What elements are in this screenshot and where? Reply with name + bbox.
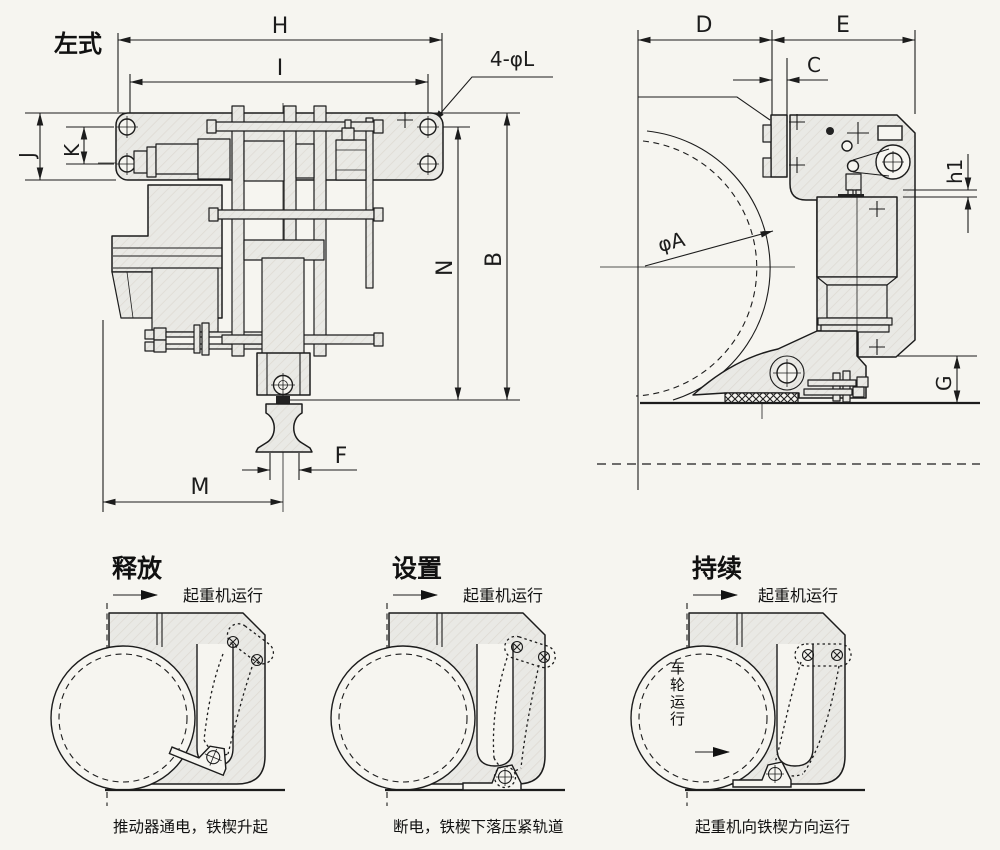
dim-label-F: F [335, 444, 348, 469]
sequence-2-arrow-label: 起重机运行 [463, 586, 543, 605]
left-view: 左式 H I J K 4-φL N B M F [15, 14, 553, 512]
dim-label-J: J [15, 152, 39, 160]
sequence-1-arrow-label: 起重机运行 [183, 586, 263, 605]
datum-cross [397, 112, 413, 128]
sequence-3-title: 持续 [692, 554, 742, 583]
dim-label-N: N [433, 260, 458, 276]
sequence-3-arrow-label: 起重机运行 [758, 586, 838, 605]
mounting-holes [116, 116, 439, 175]
sequence-diagram-continuous: 持续 起重机运行 起重机向铁楔方向运行 [631, 554, 865, 836]
wedge-guide [256, 352, 311, 404]
thruster-assembly [111, 138, 287, 356]
sequence-diagram-set: 设置 起重机运行 断电，铁楔下落压紧轨道 [331, 554, 565, 836]
sequence-diagram-release: 释放 起重机运行 推动器通电，铁楔升起 [51, 554, 285, 836]
wedge-shoe-assembly [692, 330, 869, 419]
sequence-1-title: 释放 [112, 554, 163, 583]
view-type-label: 左式 [54, 30, 102, 58]
dim-label-C: C [807, 53, 821, 77]
linkage-frame [206, 105, 384, 357]
dim-label-phiA: φA [655, 227, 687, 257]
dim-label-I: I [277, 56, 284, 81]
thruster-cylinder [816, 196, 898, 355]
rail-wedge-spool [255, 403, 313, 453]
girder-outline [638, 96, 771, 121]
dim-label-B: B [482, 252, 507, 267]
sequence-3-caption: 起重机向铁楔方向运行 [695, 818, 850, 836]
right-view: D E C h1 φA G [597, 13, 980, 490]
dim-label-D: D [696, 13, 713, 38]
cam-lever-detail [826, 122, 911, 199]
mounting-flange [770, 114, 788, 178]
wheel-tread-arc [635, 140, 758, 397]
dim-label-H: H [272, 14, 289, 39]
sequence-1-caption: 推动器通电，铁楔升起 [113, 818, 269, 836]
sequence-2-title: 设置 [392, 554, 442, 583]
dim-label-M: M [191, 475, 210, 500]
friction-pad [724, 392, 799, 404]
dim-label-E: E [836, 13, 850, 38]
dim-label-h1: h1 [943, 159, 967, 184]
wheel-travel-vertical-label: 车轮运行 [668, 660, 686, 728]
dim-label-G: G [932, 376, 956, 392]
dim-label-K: K [60, 143, 84, 157]
dim-label-bolt-holes: 4-φL [490, 47, 535, 71]
bolt-holes-leader [432, 76, 553, 123]
sequence-2-caption: 断电，铁楔下落压紧轨道 [393, 818, 564, 836]
dim-phiA-leader [644, 230, 774, 267]
